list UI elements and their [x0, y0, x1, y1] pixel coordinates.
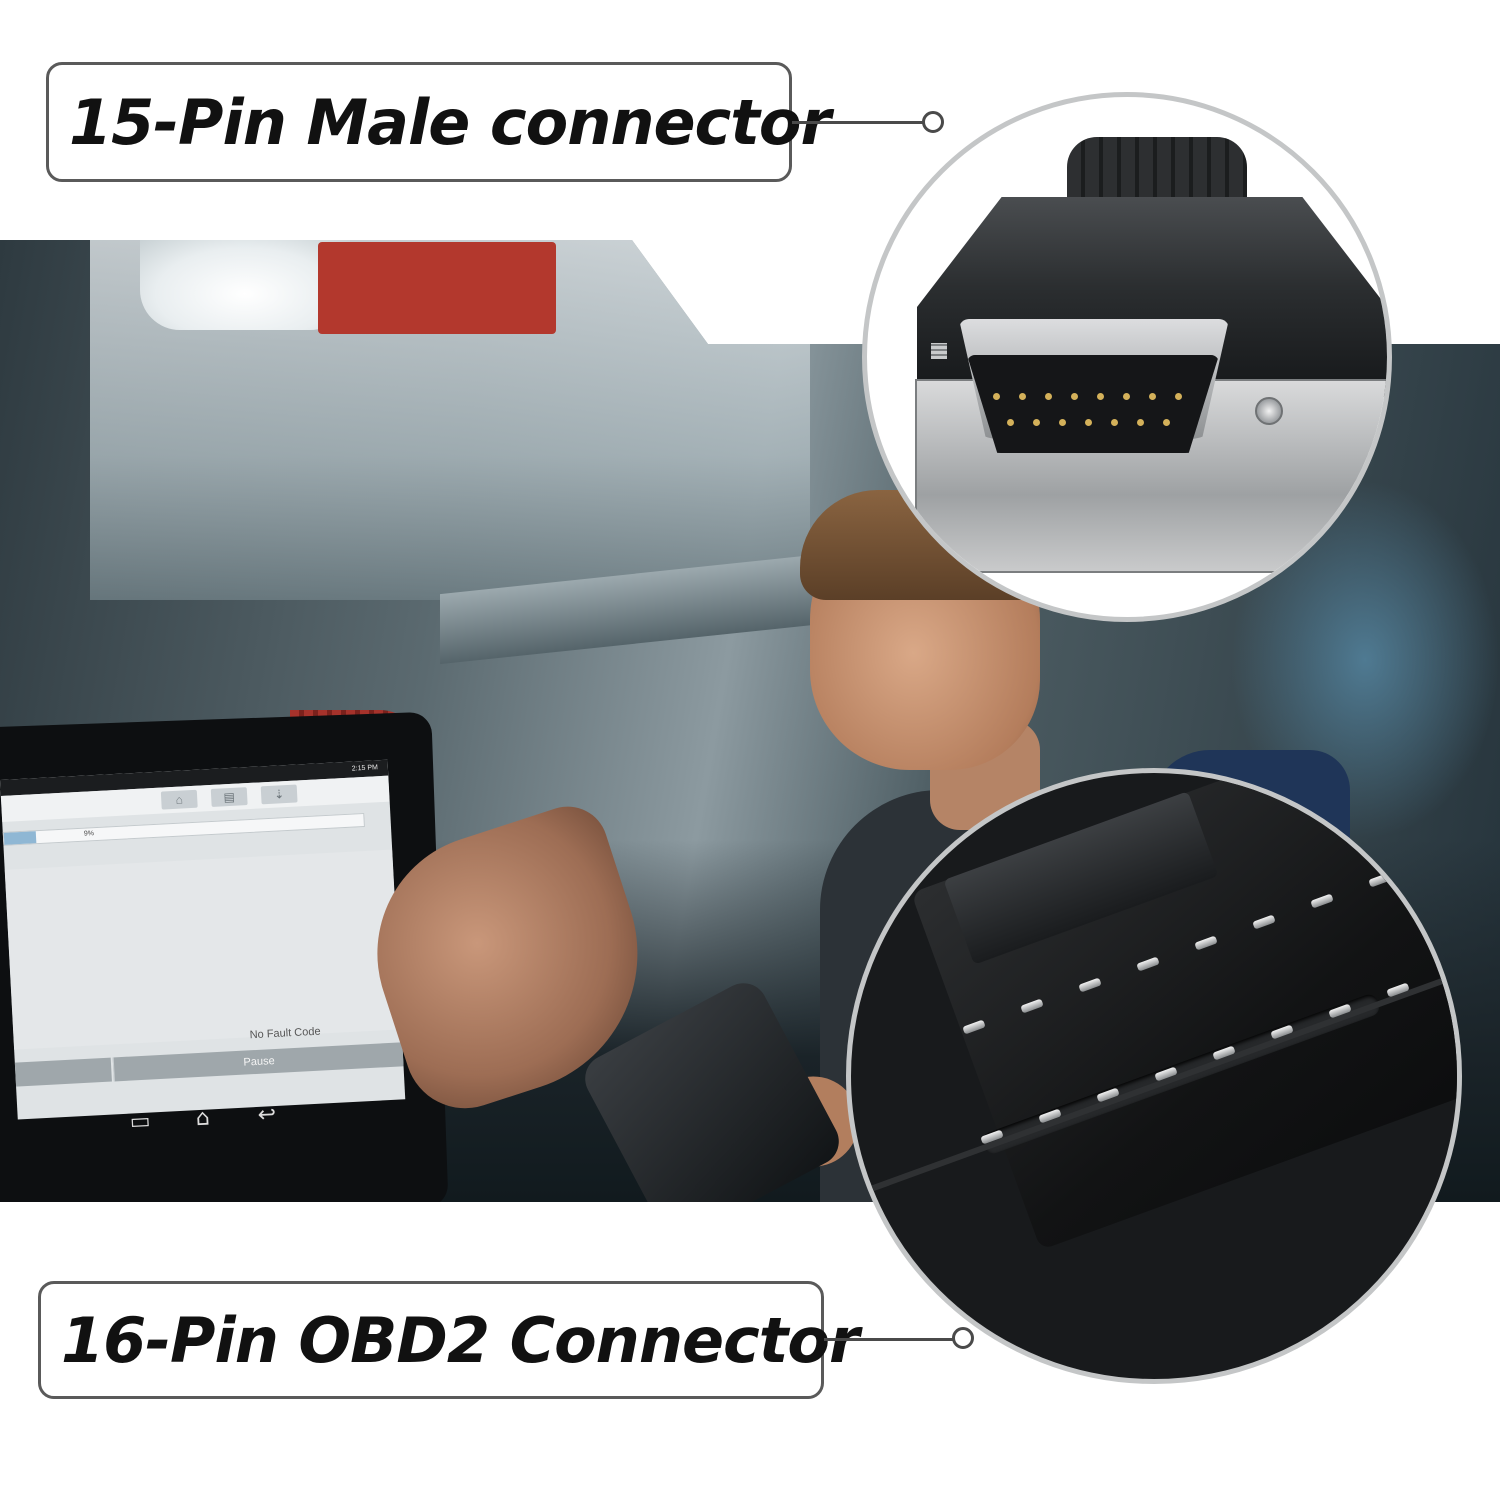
back-icon[interactable]: ↩ — [257, 1102, 277, 1129]
red-cabinet — [318, 242, 556, 334]
db15-pin — [993, 393, 1000, 400]
scan-progress-fill — [3, 831, 37, 845]
leader-line-bottom — [824, 1338, 954, 1341]
paper-towel-roll — [140, 240, 350, 330]
home-icon[interactable]: ⌂ — [160, 789, 198, 810]
db15-pin — [1175, 393, 1182, 400]
db15-pin — [1163, 419, 1170, 426]
leader-dot-top — [922, 111, 944, 133]
scan-progress-text: 9% — [83, 830, 95, 838]
zoom-15-pin-connector — [862, 92, 1392, 622]
print-icon[interactable]: ▤ — [210, 787, 248, 807]
db15-pin — [1071, 393, 1078, 400]
label-15-pin-text: 15-Pin Male connector — [69, 85, 831, 159]
db15-pin — [1137, 419, 1144, 426]
results-panel — [4, 849, 402, 1050]
left-action-button[interactable] — [14, 1057, 112, 1087]
db15-pin-insert — [967, 355, 1219, 453]
export-icon[interactable]: ⇣ — [260, 784, 298, 805]
db15-pin — [1111, 419, 1118, 426]
zoom-obd2-connector — [846, 768, 1462, 1384]
db15-screw-thread — [931, 343, 947, 359]
db15-pin — [1123, 393, 1130, 400]
db15-pin — [1045, 393, 1052, 400]
db15-screw — [1255, 397, 1283, 425]
db15-pin — [1019, 393, 1026, 400]
leader-line-top — [792, 121, 924, 124]
fault-status-text: No Fault Code — [249, 1025, 321, 1042]
db15-pin — [1149, 393, 1156, 400]
leader-dot-bottom — [952, 1327, 974, 1349]
pause-button[interactable]: Pause — [112, 1042, 405, 1082]
db15-pin — [1033, 419, 1040, 426]
label-16-pin-text: 16-Pin OBD2 Connector — [61, 1303, 860, 1377]
db15-pin — [1097, 393, 1104, 400]
recent-apps-icon[interactable]: ▭ — [129, 1108, 152, 1135]
db15-pin — [1059, 419, 1066, 426]
label-16-pin: 16-Pin OBD2 Connector — [38, 1281, 860, 1399]
label-15-pin: 15-Pin Male connector — [46, 62, 831, 182]
tablet-clock: 2:15 PM — [351, 764, 379, 773]
db15-pin — [1007, 419, 1014, 426]
home-nav-icon[interactable]: ⌂ — [195, 1105, 211, 1132]
db15-pin — [1085, 419, 1092, 426]
tablet-screen: 2:15 PM ⌂ ▤ ⇣ 9% No Fault Code Pause — [0, 759, 406, 1120]
